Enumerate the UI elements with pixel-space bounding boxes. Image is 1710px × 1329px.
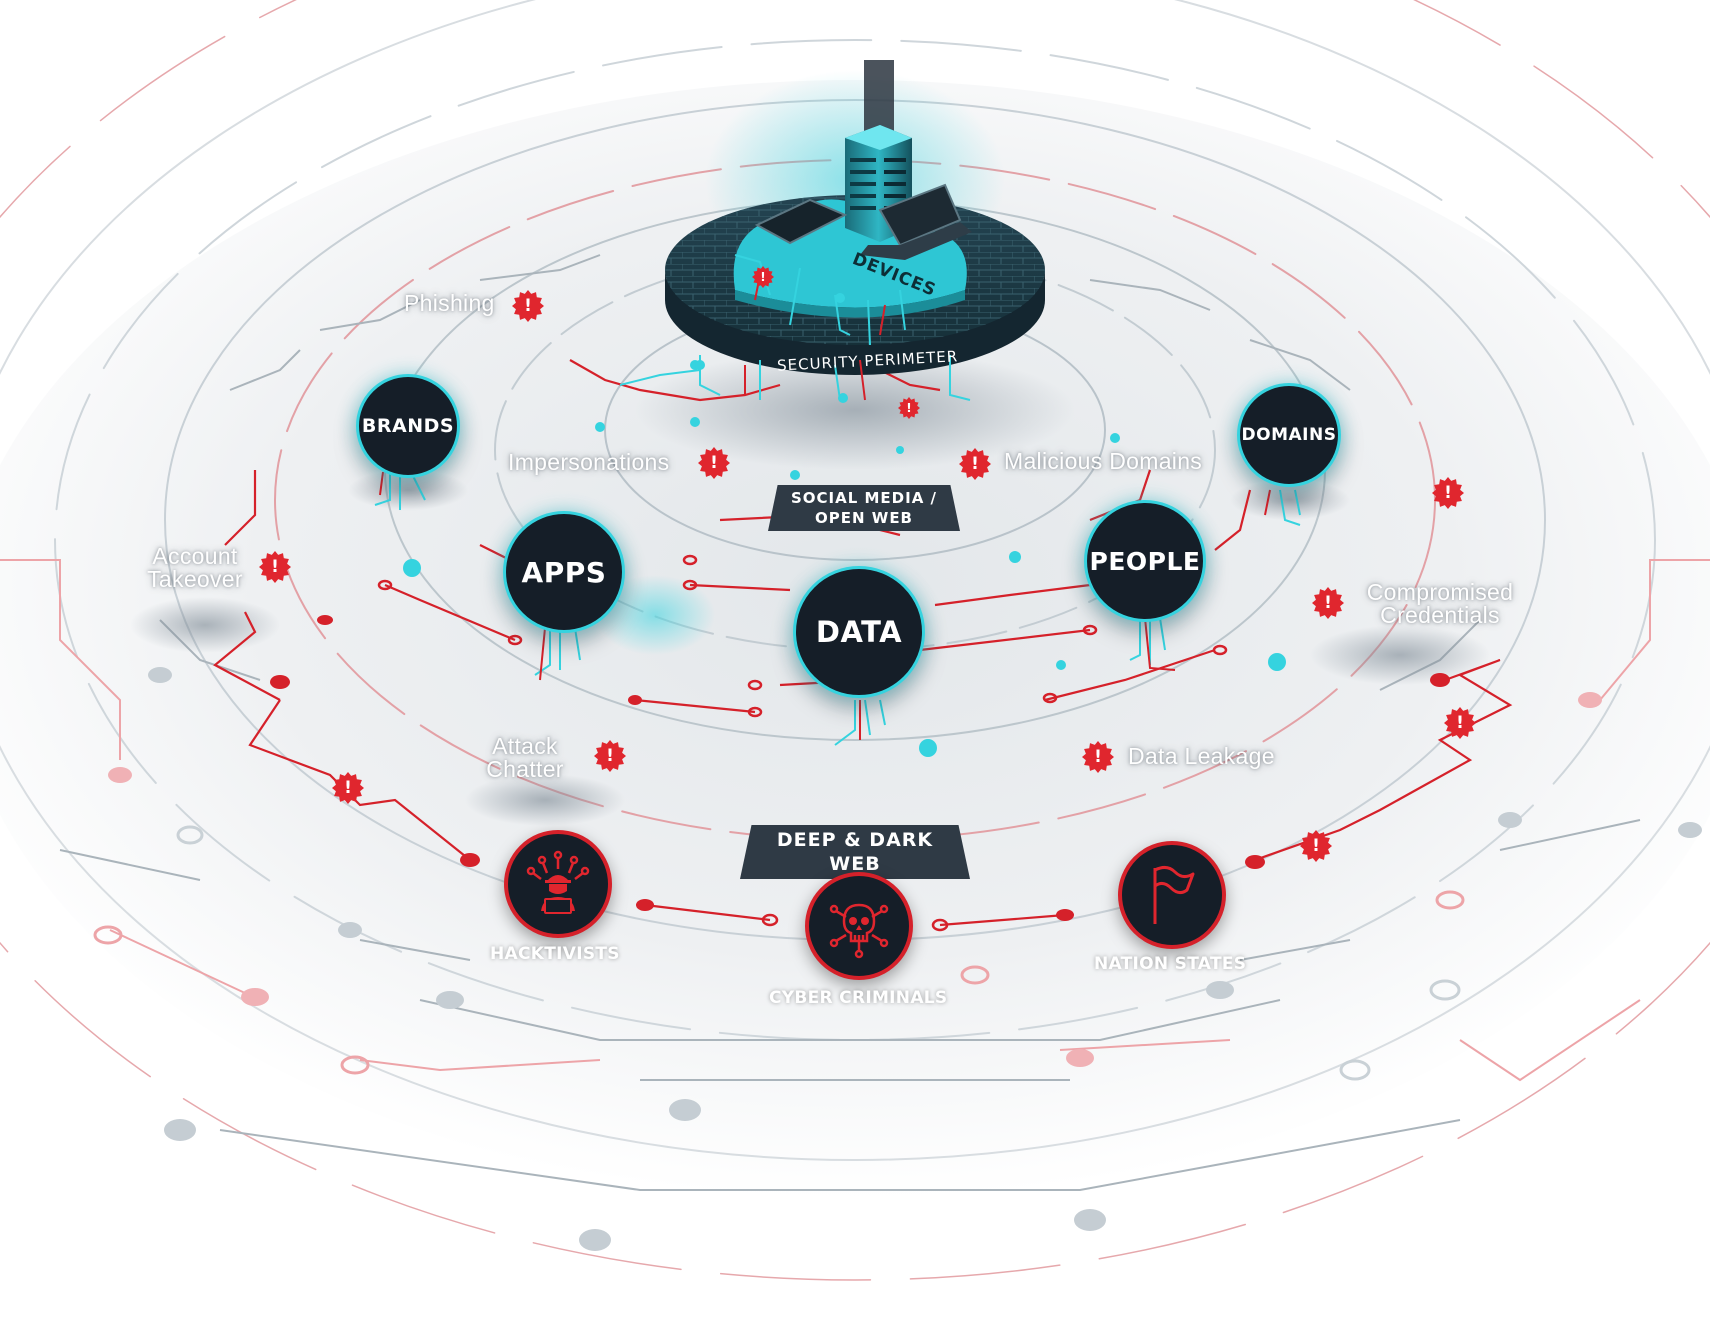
phishing-label: Phishing <box>404 290 495 316</box>
social-media-open-web-zone: SOCIAL MEDIA / OPEN WEB <box>768 485 960 531</box>
apps-node[interactable]: APPS <box>503 511 625 633</box>
hacker-icon <box>526 850 590 914</box>
alert-badge-phishing: ! <box>512 290 544 322</box>
domains-node[interactable]: DOMAINS <box>1237 383 1341 487</box>
impersonations-label: Impersonations <box>508 449 670 475</box>
brands-node[interactable]: BRANDS <box>356 374 460 478</box>
alert-badge-nation-path-2: ! <box>1300 830 1332 862</box>
deep-dark-web-zone: DEEP & DARK WEB <box>740 825 970 879</box>
apps-label: APPS <box>521 555 607 589</box>
data-label: DATA <box>815 615 903 649</box>
people-node[interactable]: PEOPLE <box>1084 500 1206 622</box>
alert-icon <box>1432 477 1464 509</box>
people-label: PEOPLE <box>1089 546 1201 576</box>
domains-label: DOMAINS <box>1241 425 1337 445</box>
alert-badge-impersonations: ! <box>698 447 730 479</box>
alert-icon <box>259 551 291 583</box>
compromised-credentials-label: Compromised Credentials <box>1366 579 1514 628</box>
cyber-criminals-node[interactable] <box>805 872 913 980</box>
alert-badge-platform: ! <box>752 266 774 288</box>
alert-badge-data-leakage: ! <box>1082 741 1114 773</box>
alert-icon <box>1444 707 1476 739</box>
alert-badge-nation-path-1: ! <box>1444 707 1476 739</box>
skull-icon <box>829 903 889 959</box>
nation-states-node[interactable] <box>1118 841 1226 949</box>
alert-badge-attack-chatter: ! <box>594 740 626 772</box>
alert-icon <box>752 266 774 288</box>
flag-icon <box>1153 865 1195 924</box>
alert-badge-malicious-domains: ! <box>959 448 991 480</box>
alert-badge-compromised-credentials: ! <box>1312 587 1344 619</box>
alert-badge-hacktivist-path: ! <box>332 772 364 804</box>
malicious-domains-label: Malicious Domains <box>1004 448 1203 474</box>
alert-icon <box>1082 741 1114 773</box>
alert-icon <box>1300 830 1332 862</box>
alert-icon <box>898 397 920 419</box>
alert-badge-account-takeover: ! <box>259 551 291 583</box>
hacktivists-label: HACKTIVISTS <box>490 944 620 964</box>
alert-icon <box>698 447 730 479</box>
brands-label: BRANDS <box>361 415 455 437</box>
cyber-criminals-label: CYBER CRIMINALS <box>769 988 948 1008</box>
alert-badge-domains-right: ! <box>1432 477 1464 509</box>
hacktivists-node[interactable] <box>504 830 612 938</box>
nation-states-label: NATION STATES <box>1094 954 1247 974</box>
alert-icon <box>332 772 364 804</box>
data-node[interactable]: DATA <box>793 566 925 698</box>
attack-chatter-label: Attack Chatter <box>486 733 564 782</box>
alert-badge-perimeter: ! <box>898 397 920 419</box>
alert-icon <box>512 290 544 322</box>
account-takeover-label: Account Takeover <box>147 543 243 592</box>
alert-icon <box>594 740 626 772</box>
data-leakage-label: Data Leakage <box>1128 743 1275 769</box>
alert-icon <box>1312 587 1344 619</box>
alert-icon <box>959 448 991 480</box>
